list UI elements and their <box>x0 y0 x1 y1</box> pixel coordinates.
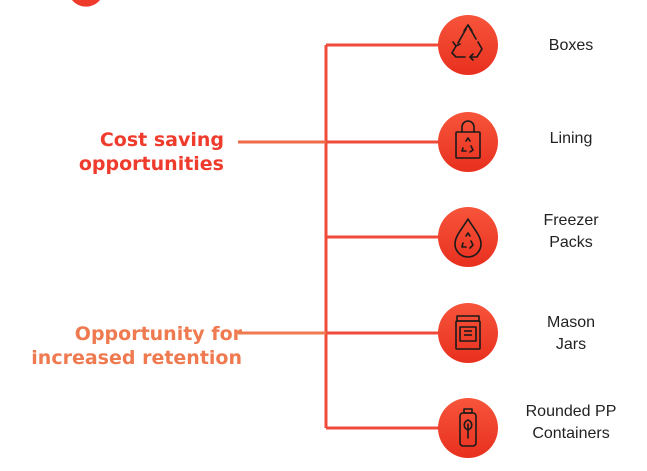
item-label-line: Rounded PP <box>525 403 617 420</box>
group-label-line: opportunities <box>78 153 224 175</box>
jar-icon <box>438 303 498 363</box>
item-label-boxes: Boxes <box>501 35 641 57</box>
item-label-line: Freezer <box>543 212 599 229</box>
container-icon <box>438 398 498 458</box>
item-label-line: Jars <box>555 336 587 353</box>
recycle-drop-icon <box>438 207 498 267</box>
group-label-line: Opportunity for <box>74 323 242 345</box>
item-label-freezer-packs: Freezer Packs <box>501 210 641 254</box>
group-label-line: Cost saving <box>99 129 224 151</box>
recycle-bag-icon <box>438 112 498 172</box>
group-label-line: increased retention <box>31 347 242 369</box>
item-label-lining: Lining <box>501 128 641 150</box>
item-label-line: Lining <box>549 130 593 147</box>
item-label-line: Boxes <box>548 37 594 54</box>
corner-decoration <box>72 0 100 7</box>
connector-lines <box>238 43 440 430</box>
group-label-cost-saving: Cost saving opportunities <box>79 128 224 176</box>
item-label-line: Containers <box>532 425 610 442</box>
item-label-containers: Rounded PP Containers <box>501 401 641 445</box>
recycle-icon <box>438 15 498 75</box>
item-label-line: Packs <box>549 234 593 251</box>
item-label-line: Mason <box>546 314 596 331</box>
group-label-retention: Opportunity for increased retention <box>31 322 242 370</box>
item-label-mason-jars: Mason Jars <box>501 312 641 356</box>
